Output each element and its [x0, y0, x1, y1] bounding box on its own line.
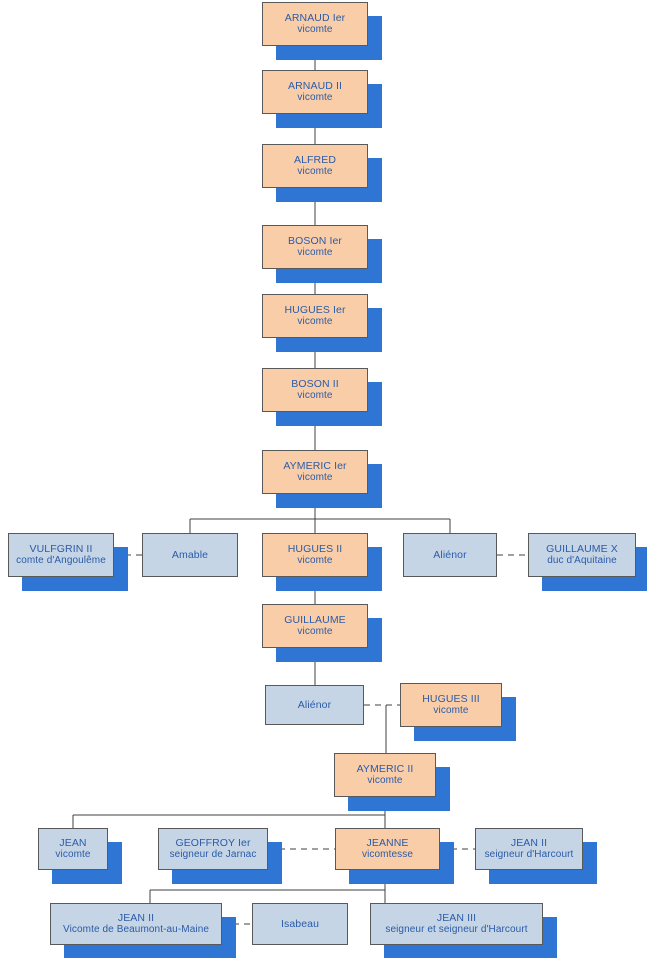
- person-name: AYMERIC II: [356, 762, 414, 775]
- person-name: HUGUES Ier: [284, 303, 346, 316]
- person-title: duc d'Aquitaine: [547, 555, 617, 567]
- person-name: Aliénor: [297, 698, 332, 711]
- person-name: Amable: [171, 548, 209, 561]
- person-name: GUILLAUME X: [546, 542, 618, 555]
- person-name: JEANNE: [366, 836, 409, 849]
- person-title: seigneur et seigneur d'Harcourt: [385, 924, 528, 936]
- person-name: JEAN: [59, 836, 87, 849]
- person-name: BOSON II: [291, 377, 339, 390]
- person-name: ARNAUD II: [288, 79, 342, 92]
- person-title: vicomte: [297, 626, 333, 638]
- person-name: HUGUES II: [287, 542, 343, 555]
- person-name: HUGUES III: [422, 692, 480, 705]
- person-title: vicomte: [433, 705, 469, 717]
- person-name: BOSON Ier: [288, 234, 342, 247]
- person-name: Isabeau: [280, 917, 320, 930]
- person-title: vicomte: [367, 775, 403, 787]
- person-name: JEAN II: [510, 836, 548, 849]
- person-name: ALFRED: [293, 153, 337, 166]
- person-name: ARNAUD Ier: [284, 11, 346, 24]
- person-name: GEOFFROY Ier: [175, 836, 251, 849]
- person-name: AYMERIC Ier: [283, 459, 347, 472]
- person-title: vicomte: [297, 555, 333, 567]
- person-title: seigneur de Jarnac: [169, 849, 257, 861]
- person-title: vicomte: [55, 849, 91, 861]
- person-title: vicomte: [297, 24, 333, 36]
- person-title: vicomte: [297, 316, 333, 328]
- person-title: vicomte: [297, 390, 333, 402]
- person-name: GUILLAUME: [284, 613, 346, 626]
- person-title: Vicomte de Beaumont-au-Maine: [62, 924, 210, 936]
- person-title: comte d'Angoulême: [16, 555, 106, 567]
- person-node-isabeau[interactable]: Isabeau: [252, 903, 348, 945]
- person-name: JEAN II: [117, 911, 155, 924]
- person-title: seigneur d'Harcourt: [484, 849, 574, 861]
- person-title: vicomte: [297, 247, 333, 259]
- person-name: VULFGRIN II: [29, 542, 93, 555]
- person-name: Aliénor: [433, 548, 467, 561]
- person-node-alienor2[interactable]: Aliénor: [265, 685, 364, 725]
- person-title: vicomte: [297, 92, 333, 104]
- person-node-alienor1[interactable]: Aliénor: [403, 533, 497, 577]
- person-title: vicomtesse: [361, 849, 413, 861]
- person-title: vicomte: [297, 472, 333, 484]
- person-node-amable[interactable]: Amable: [142, 533, 238, 577]
- person-title: vicomte: [297, 166, 333, 178]
- person-name: JEAN III: [436, 911, 477, 924]
